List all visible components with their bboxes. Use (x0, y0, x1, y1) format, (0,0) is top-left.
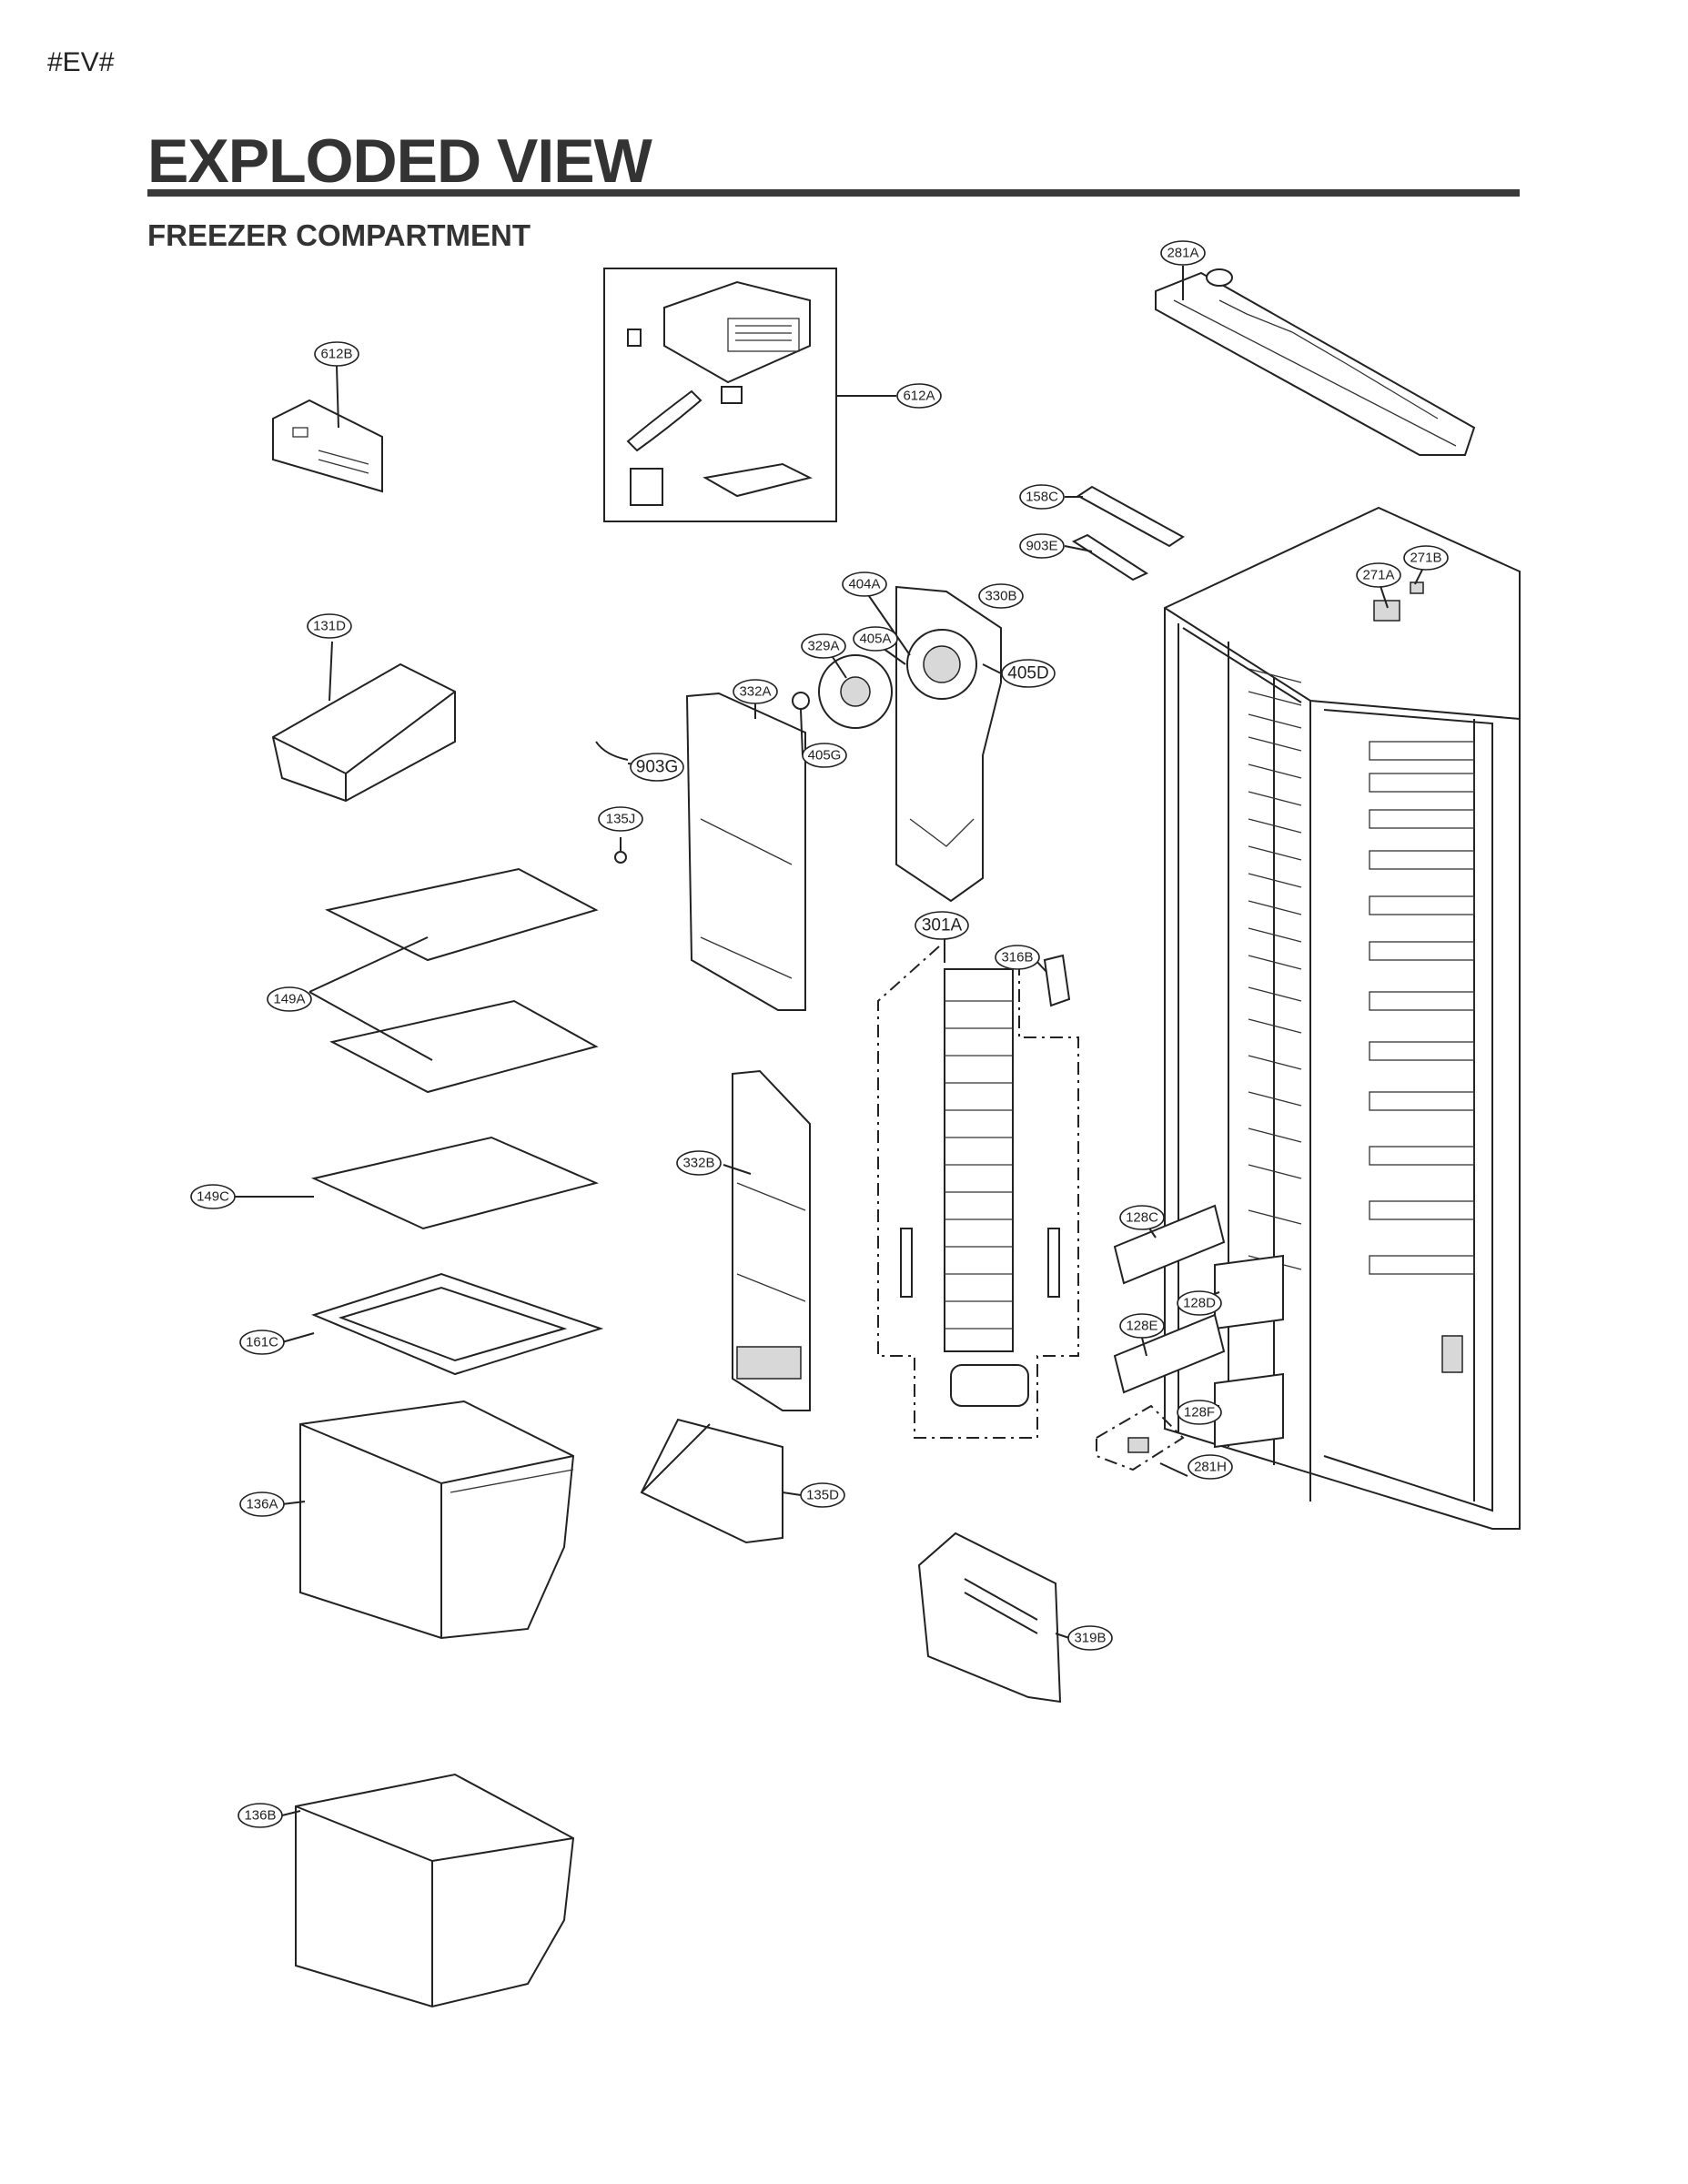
part-149C-shelf (310, 1136, 600, 1230)
part-136A-drawer (299, 1400, 575, 1640)
part-135D (640, 1418, 783, 1544)
part-301A-evaporator (877, 945, 1079, 1439)
callout-281H: 281H (1188, 1454, 1233, 1480)
part-135J (614, 851, 627, 864)
freezer-cabinet (1164, 506, 1521, 1530)
callout-135D: 135D (800, 1482, 845, 1508)
callout-404A: 404A (842, 571, 887, 597)
part-612A-icemaker (603, 268, 837, 522)
callout-281A: 281A (1160, 240, 1206, 266)
callout-316B: 316B (995, 945, 1040, 970)
callout-271B: 271B (1403, 545, 1449, 571)
callout-label: 128C (1126, 1210, 1158, 1226)
part-149A-shelves (325, 867, 599, 1094)
part-128-rails (1113, 1204, 1284, 1449)
part-903E (1071, 533, 1149, 581)
callout-label: 330B (985, 589, 1016, 604)
part-131D-bin (271, 662, 456, 803)
section-subtitle: FREEZER COMPARTMENT (147, 218, 531, 252)
callout-label: 329A (807, 639, 839, 654)
callout-128F: 128F (1177, 1400, 1222, 1425)
callout-149C: 149C (190, 1184, 236, 1209)
callout-label: 149A (273, 992, 305, 1007)
part-332A-cover (685, 692, 806, 1011)
callout-label: 316B (1001, 950, 1033, 966)
callout-label: 128E (1126, 1319, 1157, 1334)
callout-label: 612B (320, 347, 352, 362)
part-319B-duct (917, 1532, 1062, 1704)
callout-label: 612A (903, 389, 935, 404)
callout-label: 271A (1362, 568, 1394, 583)
callout-label: 332A (739, 684, 771, 700)
callout-label: 332B (682, 1156, 714, 1171)
part-281A-cover (1155, 268, 1476, 456)
part-136B-drawer (295, 1773, 575, 2008)
callout-128D: 128D (1177, 1290, 1222, 1316)
callout-label: 903G (636, 758, 678, 777)
callout-label: 128F (1184, 1405, 1215, 1421)
callout-label: 271B (1410, 551, 1441, 566)
callout-161C: 161C (239, 1330, 285, 1355)
callout-903G: 903G (630, 753, 684, 782)
callout-131D: 131D (307, 613, 352, 639)
callout-612B: 612B (314, 341, 359, 367)
part-281H (1096, 1404, 1185, 1471)
callout-405G: 405G (802, 743, 847, 768)
callout-135J: 135J (598, 806, 643, 832)
callout-136B: 136B (238, 1803, 283, 1828)
callout-128E: 128E (1119, 1313, 1165, 1339)
callout-label: 405A (859, 632, 891, 647)
part-316B (1043, 954, 1071, 1007)
callout-405A: 405A (853, 626, 898, 652)
part-903G-wire (595, 741, 629, 761)
callout-301A: 301A (915, 911, 969, 940)
callout-158C: 158C (1019, 484, 1065, 510)
callout-label: 131D (313, 619, 346, 634)
part-158C (1076, 485, 1185, 548)
callout-332A: 332A (733, 679, 778, 704)
part-332B-cover (732, 1069, 811, 1411)
callout-label: 405G (808, 748, 842, 763)
callout-label: 161C (246, 1335, 278, 1350)
callout-label: 404A (848, 577, 880, 592)
callout-label: 301A (922, 916, 963, 935)
callout-label: 149C (197, 1189, 229, 1205)
part-161C-cover (311, 1272, 604, 1376)
part-330B-fan-cover (792, 585, 1002, 903)
callout-405D: 405D (1001, 659, 1056, 688)
title-rule (147, 189, 1520, 197)
callout-149A: 149A (267, 986, 312, 1012)
callout-label: 281A (1167, 246, 1198, 261)
callout-136A: 136A (239, 1491, 285, 1517)
callout-label: 158C (1026, 490, 1058, 505)
callout-329A: 329A (801, 633, 846, 659)
callout-label: 903E (1026, 539, 1057, 554)
callout-128C: 128C (1119, 1205, 1165, 1230)
callout-label: 135D (806, 1488, 839, 1503)
callout-label: 136A (246, 1497, 278, 1512)
callout-332B: 332B (676, 1150, 722, 1176)
page-tag: #EV# (47, 47, 115, 77)
callout-612A: 612A (896, 383, 942, 409)
callout-label: 319B (1074, 1631, 1106, 1646)
callout-label: 136B (244, 1808, 276, 1824)
callout-label: 405D (1007, 664, 1048, 683)
page-title: EXPLODED VIEW (147, 126, 652, 196)
part-612B (272, 399, 383, 493)
callout-330B: 330B (978, 583, 1024, 609)
callout-label: 128D (1183, 1296, 1216, 1311)
callout-319B: 319B (1067, 1625, 1113, 1651)
callout-label: 281H (1194, 1460, 1227, 1475)
callout-label: 135J (606, 812, 636, 827)
callout-271A: 271A (1356, 562, 1401, 588)
callout-903E: 903E (1019, 533, 1065, 559)
